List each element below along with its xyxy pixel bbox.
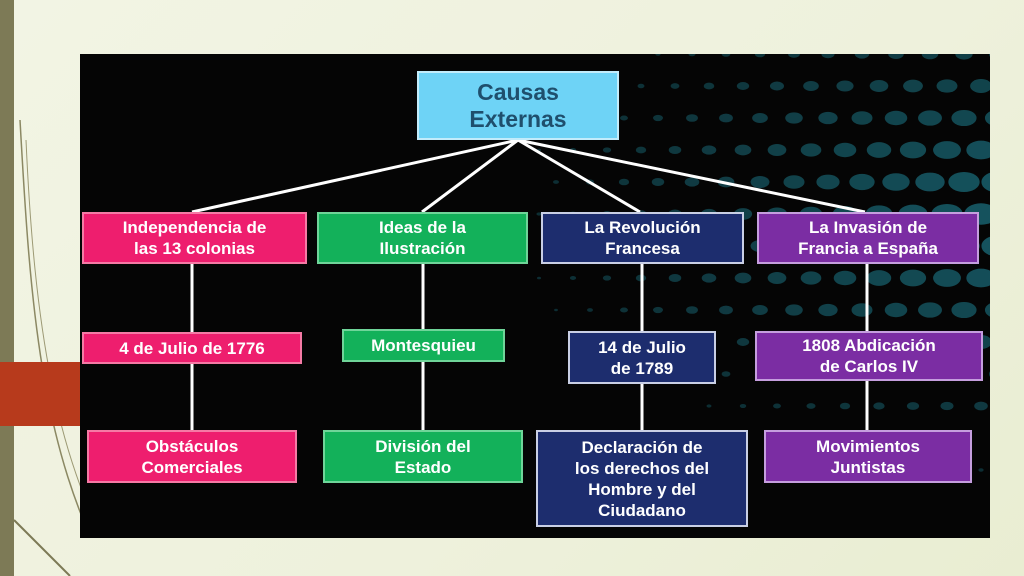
root-node: Causas Externas [417, 71, 619, 140]
branch-2-title: Ideas de la Ilustración [317, 212, 528, 264]
branch-3-title: La Revolución Francesa [541, 212, 744, 264]
branch-4-result: Movimientos Juntistas [764, 430, 972, 483]
left-decor-strip [0, 0, 14, 576]
slide-decor-swoosh [13, 119, 80, 576]
branch-3-result: Declaración de los derechos del Hombre y… [536, 430, 748, 527]
slide-accent-tab [0, 362, 80, 426]
branch-1-result: Obstáculos Comerciales [87, 430, 297, 483]
branch-4-date: 1808 Abdicación de Carlos IV [755, 331, 983, 381]
connector-root-branch-3 [517, 138, 641, 214]
branch-2-result: División del Estado [323, 430, 523, 483]
branch-4-title: La Invasión de Francia a España [757, 212, 979, 264]
connector-root-branch-4 [517, 138, 866, 214]
connector-root-branch-2 [421, 138, 519, 214]
branch-1-date: 4 de Julio de 1776 [82, 332, 302, 364]
connector-root-branch-1 [191, 138, 519, 214]
branch-2-figure: Montesquieu [342, 329, 505, 362]
diagram-panel: Causas Externas Independencia de las 13 … [80, 54, 990, 538]
branch-1-title: Independencia de las 13 colonias [82, 212, 307, 264]
branch-3-date: 14 de Julio de 1789 [568, 331, 716, 384]
